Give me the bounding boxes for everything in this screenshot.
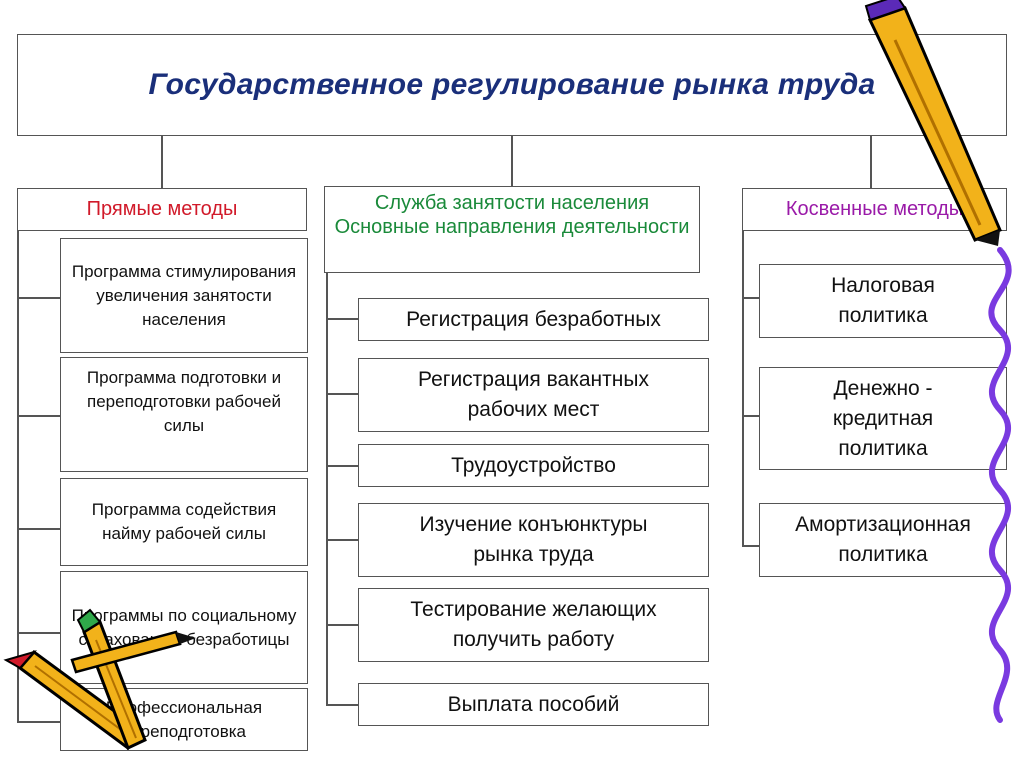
indirect-methods-heading: Косвенные методы bbox=[785, 198, 964, 220]
service-label: Выплата пособий bbox=[447, 692, 620, 716]
direct-method-item: Программа стимулирования увеличения заня… bbox=[60, 238, 308, 353]
direct-method-label: Программа стимулирования увеличения заня… bbox=[71, 261, 297, 329]
direct-method-label: Профессиональная переподготовка bbox=[105, 697, 263, 741]
service-item: Регистрация вакантных рабочих мест bbox=[358, 358, 709, 432]
connector bbox=[326, 624, 358, 626]
service-label: Регистрация вакантных рабочих мест bbox=[418, 368, 649, 421]
indirect-method-item: Налоговая политика bbox=[759, 264, 1007, 338]
direct-method-item: Программа подготовки и переподготовки ра… bbox=[60, 357, 308, 472]
connector bbox=[326, 539, 358, 541]
employment-service-heading: Служба занятости населения Основные напр… bbox=[334, 192, 690, 238]
connector bbox=[17, 230, 19, 722]
connector bbox=[511, 136, 513, 188]
indirect-method-label: Денежно - кредитная политика bbox=[832, 376, 934, 460]
connector bbox=[17, 297, 60, 299]
service-label: Тестирование желающих получить работу bbox=[410, 598, 657, 651]
indirect-method-item: Денежно - кредитная политика bbox=[759, 367, 1007, 470]
service-item: Регистрация безработных bbox=[358, 298, 709, 341]
connector bbox=[742, 545, 759, 547]
service-item: Трудоустройство bbox=[358, 444, 709, 487]
direct-method-label: Программа подготовки и переподготовки ра… bbox=[86, 368, 282, 435]
employment-service-heading-box: Служба занятости населения Основные напр… bbox=[324, 186, 700, 273]
indirect-method-label: Налоговая политика bbox=[831, 274, 935, 327]
connector bbox=[742, 297, 759, 299]
connector bbox=[17, 528, 60, 530]
connector bbox=[742, 230, 744, 546]
service-item: Изучение конъюнктуры рынка труда bbox=[358, 503, 709, 577]
connector bbox=[870, 136, 872, 188]
connector bbox=[326, 318, 358, 320]
page-title: Государственное регулирование рынка труд… bbox=[148, 68, 876, 101]
title-box: Государственное регулирование рынка труд… bbox=[17, 34, 1007, 136]
service-label: Изучение конъюнктуры рынка труда bbox=[419, 513, 648, 566]
connector bbox=[17, 415, 60, 417]
direct-method-label: Программа содействия найму рабочей силы bbox=[91, 500, 277, 543]
direct-methods-heading: Прямые методы bbox=[86, 198, 238, 220]
direct-method-label: Программы по социальному страхованию без… bbox=[71, 605, 297, 649]
service-item: Тестирование желающих получить работу bbox=[358, 588, 709, 662]
service-item: Выплата пособий bbox=[358, 683, 709, 726]
connector bbox=[326, 272, 328, 705]
connector bbox=[17, 721, 60, 723]
indirect-methods-heading-box: Косвенные методы bbox=[742, 188, 1007, 231]
connector bbox=[161, 136, 163, 188]
direct-method-item: Программы по социальному страхованию без… bbox=[60, 571, 308, 684]
service-label: Трудоустройство bbox=[451, 453, 616, 477]
service-label: Регистрация безработных bbox=[406, 307, 661, 331]
direct-method-item: Профессиональная переподготовка bbox=[60, 688, 308, 751]
connector bbox=[326, 465, 358, 467]
connector bbox=[17, 632, 60, 634]
indirect-method-item: Амортизационная политика bbox=[759, 503, 1007, 577]
direct-methods-heading-box: Прямые методы bbox=[17, 188, 307, 231]
connector bbox=[742, 415, 759, 417]
indirect-method-label: Амортизационная политика bbox=[795, 513, 971, 566]
connector bbox=[326, 393, 358, 395]
connector bbox=[326, 704, 358, 706]
direct-method-item: Программа содействия найму рабочей силы bbox=[60, 478, 308, 566]
